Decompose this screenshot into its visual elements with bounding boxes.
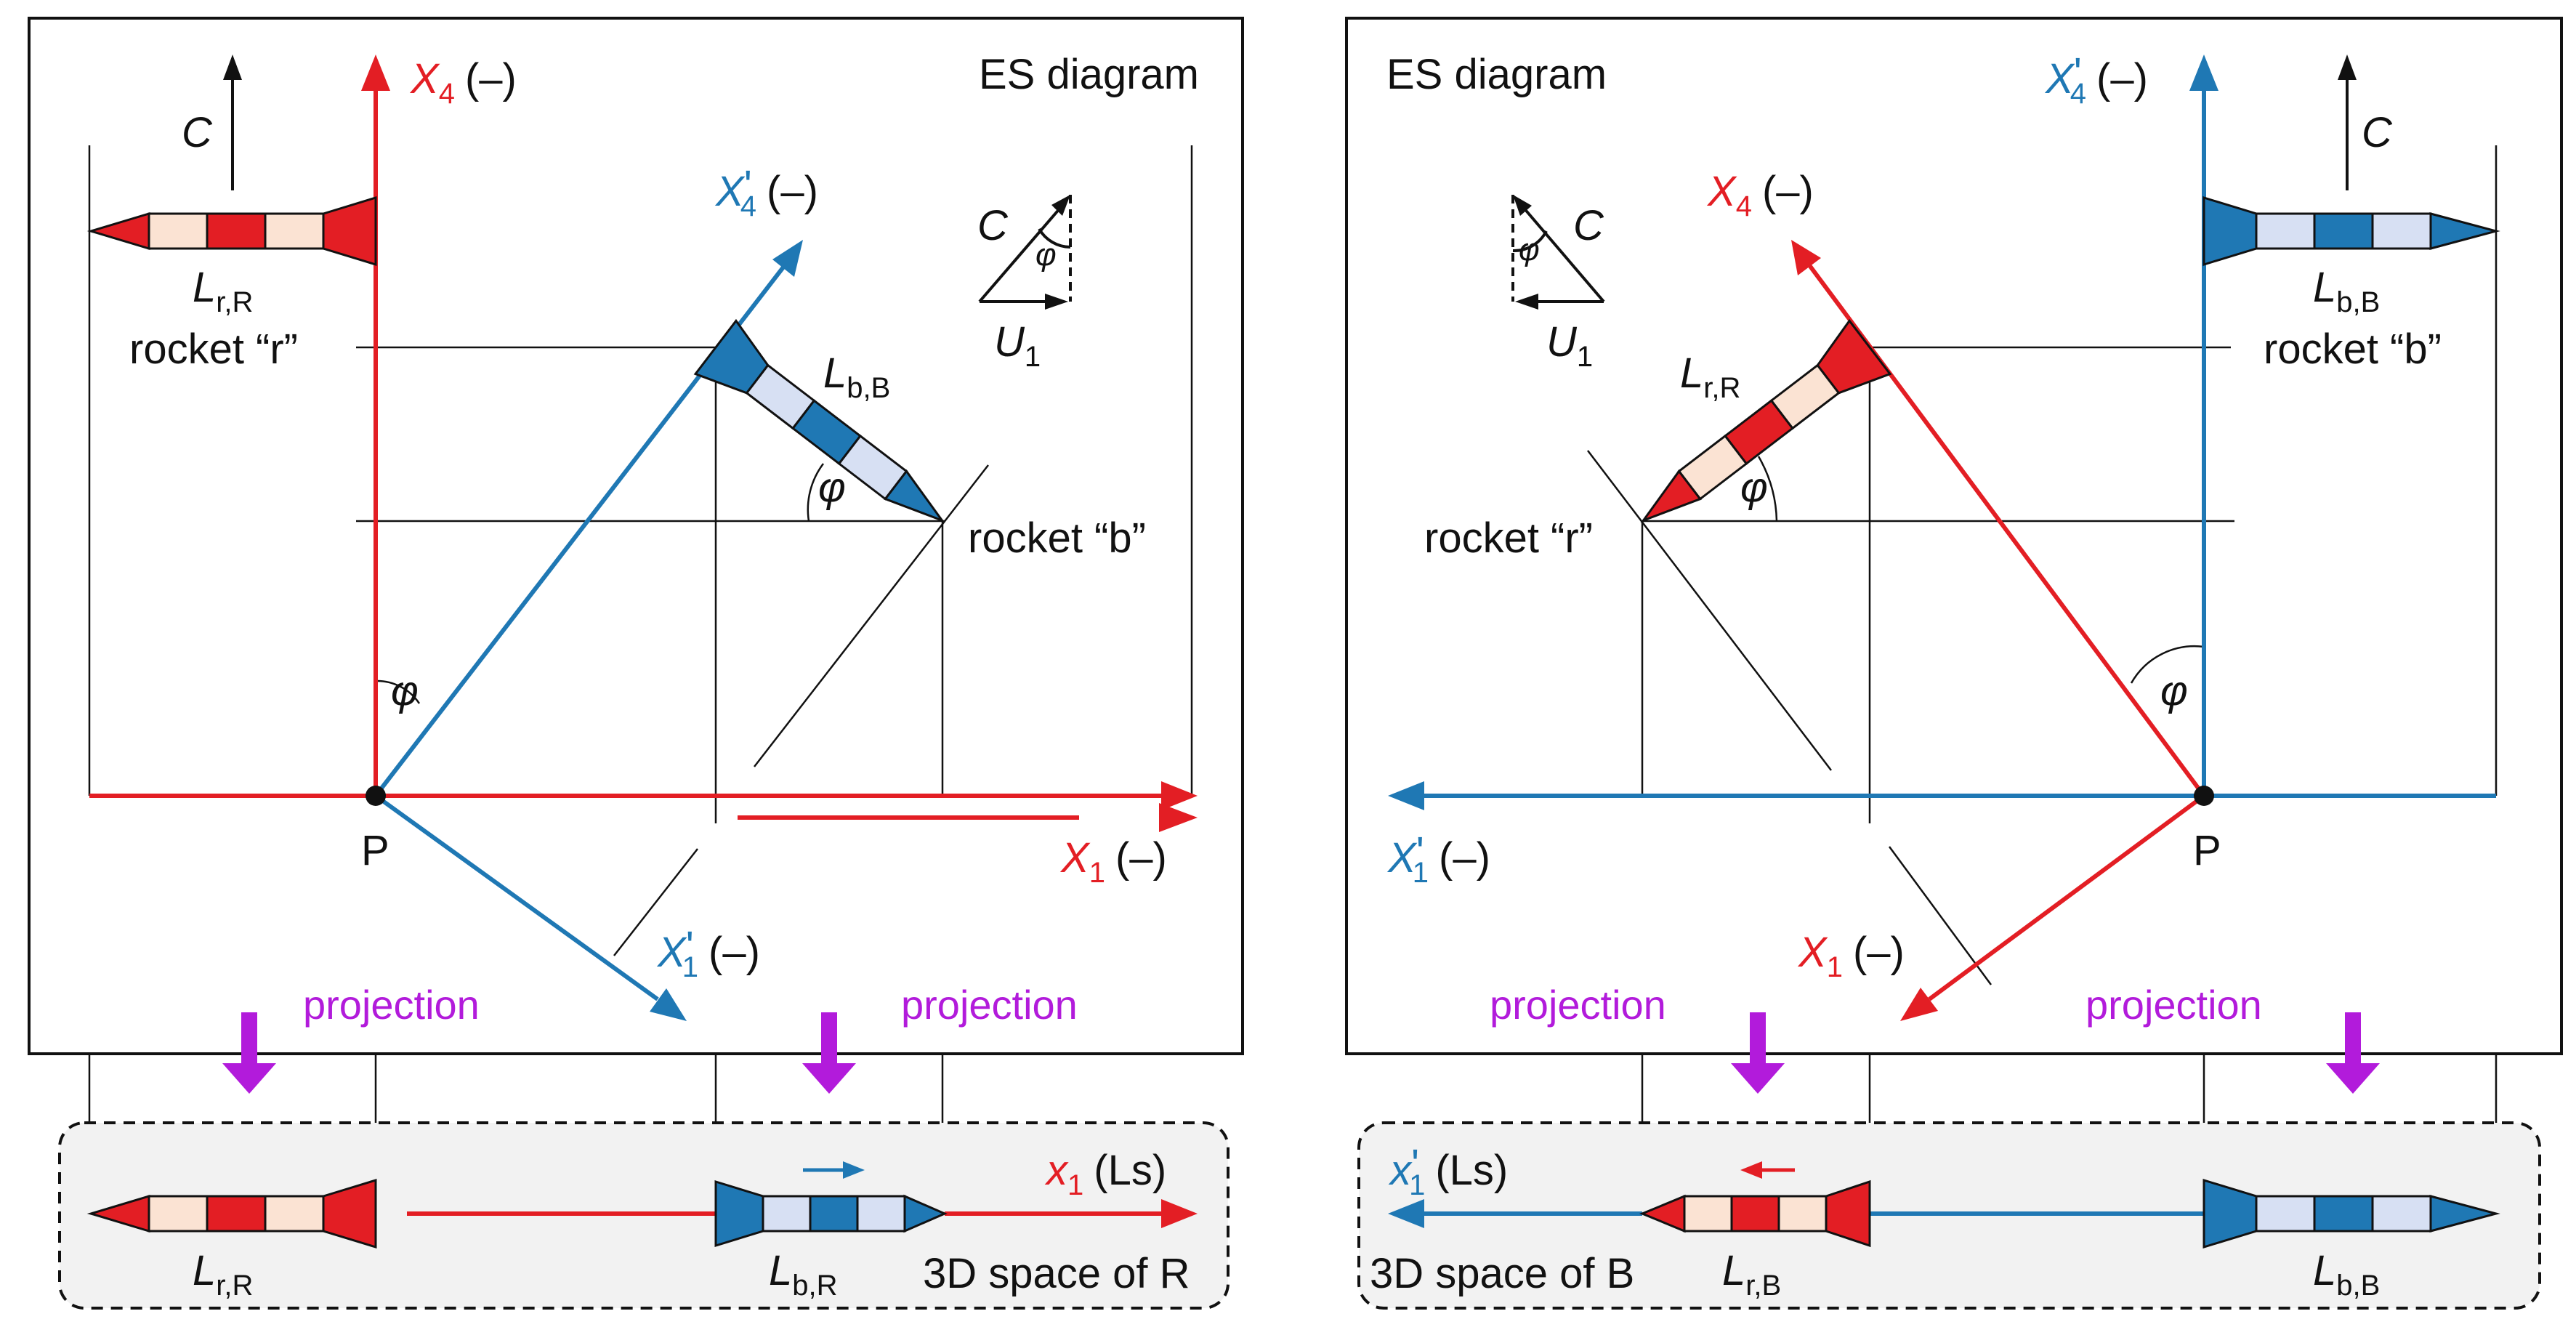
left-projection-arrow-2 — [802, 1012, 856, 1094]
right-angle-label-p: φ — [2160, 667, 2188, 714]
right-projection-label-2: projection — [2086, 982, 2262, 1028]
left-axis-x4p-label: X'4(–) — [714, 162, 818, 222]
right-speed-c-label: C — [2362, 109, 2393, 156]
left-space-label: 3D space of R — [923, 1250, 1190, 1297]
left-proj-r-length: Lr,R — [193, 1247, 253, 1302]
right-title: ES diagram — [1386, 51, 1607, 98]
right-rocket-r-name: rocket “r” — [1424, 515, 1593, 562]
right-event-point — [2194, 786, 2214, 806]
right-rocket-b-name: rocket “b” — [2264, 326, 2442, 373]
left-proj-rocket-r — [86, 1178, 377, 1249]
right-projection-arrow-2 — [2326, 1012, 2380, 1094]
left-angle-label-p: φ — [391, 667, 419, 714]
right-vel-angle: φ — [1519, 232, 1540, 267]
left-vel-angle: φ — [1035, 237, 1057, 273]
right-vel-u-label: U1 — [1546, 318, 1593, 373]
left-space-axis-label: x1(Ls) — [1044, 1147, 1166, 1201]
left-axis-x1-label: X1(–) — [1059, 834, 1167, 889]
right-guide-lines — [1587, 145, 2498, 1123]
left-rocket-r — [86, 195, 377, 267]
right-frame — [1345, 17, 2563, 1055]
left-velocity-triangle — [978, 195, 1072, 310]
left-rocket-r-name: rocket “r” — [129, 326, 298, 373]
right-rocket-r-tilted — [1640, 318, 1892, 523]
left-proj-rocket-b — [714, 1179, 948, 1248]
right-rocket-r-length: Lr,R — [1680, 350, 1740, 404]
left-rocket-b-tilted — [693, 318, 945, 523]
left-angle-label-b: φ — [818, 464, 846, 511]
right-rocket-b-length: Lb,B — [2313, 264, 2380, 318]
right-axis-x4p-label: X'4(–) — [2044, 49, 2148, 110]
right-axis-x4-label: X4(–) — [1706, 168, 1814, 222]
left-axis-x4-label: X4(–) — [409, 55, 517, 110]
right-proj-rocket-r — [1639, 1179, 1871, 1248]
left-vel-u-label: U1 — [994, 318, 1041, 373]
left-point-label: P — [361, 827, 389, 874]
right-angle-label-r: φ — [1740, 464, 1768, 511]
left-projection-label-2: projection — [901, 982, 1078, 1028]
right-velocity-triangle — [1511, 195, 1605, 310]
left-speed-c-label: C — [182, 109, 213, 156]
right-space-label: 3D space of B — [1370, 1250, 1634, 1297]
left-rocket-r-length: Lr,R — [193, 264, 253, 318]
left-projection-arrow-1 — [222, 1012, 276, 1094]
right-space-axis-label: x'1(Ls) — [1388, 1141, 1508, 1201]
right-projection-arrow-1 — [1731, 1012, 1785, 1094]
right-point-label: P — [2193, 827, 2221, 874]
left-title: ES diagram — [979, 51, 1199, 98]
left-proj-b-length: Lb,R — [769, 1247, 838, 1302]
right-projection-label-1: projection — [1490, 982, 1666, 1028]
left-rocket-b-length: Lb,B — [823, 350, 890, 404]
right-proj-r-length: Lr,B — [1722, 1247, 1781, 1302]
left-frame — [28, 17, 1244, 1055]
left-diagram: ES diagram X4(–) X'4(–) X1(–) X'1(–) C C… — [28, 17, 1244, 1310]
right-rocket-b — [2202, 195, 2500, 267]
right-axis-x1p-label: X'1(–) — [1386, 828, 1490, 889]
left-vel-c-label: C — [977, 202, 1009, 249]
right-speed-arrow — [2338, 55, 2357, 190]
left-guide-lines — [88, 145, 1193, 1123]
right-proj-b-length: Lb,B — [2313, 1247, 2380, 1302]
right-axis-x1-label: X1(–) — [1797, 929, 1905, 983]
left-event-point — [366, 786, 386, 806]
left-projection-label-1: projection — [303, 982, 480, 1028]
left-axis-x1p-label: X'1(–) — [656, 923, 760, 983]
left-speed-arrow — [223, 55, 242, 190]
right-diagram: ES diagram X'4(–) X4(–) X'1(–) X1(–) C C… — [1345, 17, 2563, 1310]
right-proj-rocket-b — [2202, 1178, 2500, 1249]
left-rocket-b-name: rocket “b” — [968, 515, 1146, 562]
right-vel-c-label: C — [1573, 202, 1604, 249]
